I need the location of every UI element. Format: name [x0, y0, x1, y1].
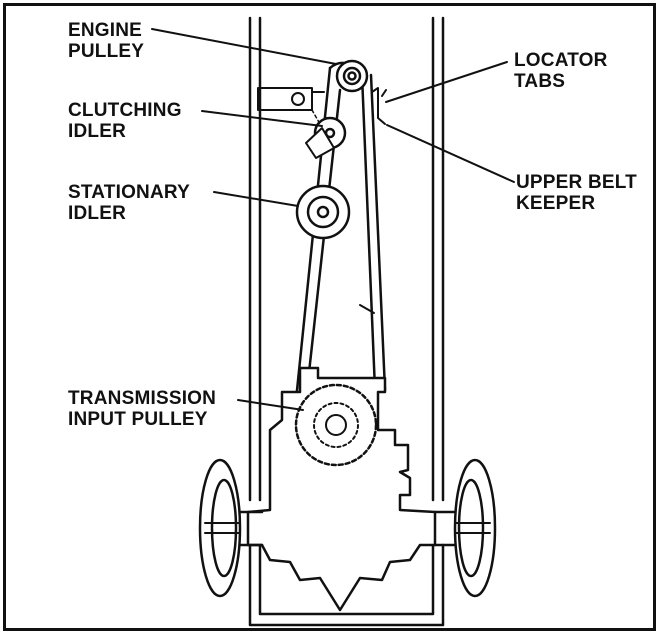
label-line: IDLER [68, 203, 126, 224]
label-line: CLUTCHING [68, 100, 182, 121]
label-locator-tabs: LOCATOR TABS [514, 50, 608, 92]
label-line: INPUT PULLEY [68, 409, 208, 430]
axle-wheels [198, 458, 497, 598]
label-clutching-idler: CLUTCHING IDLER [68, 100, 182, 142]
label-stationary-idler: STATIONARY IDLER [68, 182, 190, 224]
label-line: IDLER [68, 121, 126, 142]
label-line: ENGINE [68, 20, 143, 41]
label-upper-belt-keeper: UPPER BELT KEEPER [516, 172, 637, 214]
transmission-housing [246, 366, 437, 612]
leader-lines [151, 28, 515, 411]
transmission-input-pulley [294, 383, 378, 467]
label-line: TRANSMISSION [68, 388, 217, 409]
label-line: KEEPER [516, 193, 596, 214]
label-engine-pulley: ENGINE PULLEY [68, 20, 144, 62]
label-line: LOCATOR [514, 50, 608, 71]
label-line: STATIONARY [68, 182, 190, 203]
frame-rails [248, 16, 445, 627]
engine-pulley [335, 59, 369, 93]
label-line: PULLEY [68, 41, 145, 62]
upper-belt-keeper [371, 87, 387, 125]
label-transmission-input-pulley: TRANSMISSION INPUT PULLEY [68, 388, 216, 430]
label-line: UPPER BELT [516, 172, 637, 193]
stationary-idler [295, 184, 351, 240]
label-line: TABS [514, 71, 566, 92]
